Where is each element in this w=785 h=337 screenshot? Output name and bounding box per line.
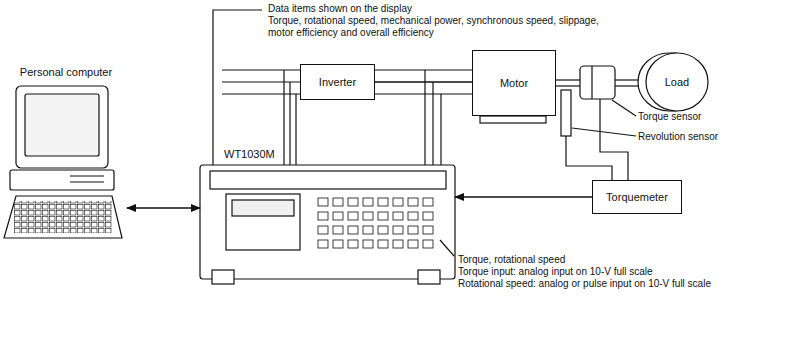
connector <box>127 207 200 208</box>
node-label: Motor <box>500 77 528 90</box>
display-items: Torque, rotational speed, mechanical pow… <box>268 15 616 39</box>
node-label: Inverter <box>319 76 356 89</box>
node-label: Torquemeter <box>606 191 668 204</box>
instrument: WT1030M <box>200 148 455 280</box>
connector <box>455 196 592 197</box>
torquemeter-box: Torquemeter <box>592 180 682 214</box>
display-heading: Data items shown on the display <box>268 3 412 15</box>
part-name: Revolution sensor <box>638 131 718 143</box>
connector <box>375 81 472 82</box>
motor-feet <box>480 116 546 123</box>
drum-face <box>646 53 708 111</box>
instrument-panel <box>200 165 455 279</box>
signal-note: Torque input: analog input on 10-V full … <box>458 266 653 278</box>
motor-body: Motor <box>472 50 556 116</box>
node-label: Load <box>665 76 689 89</box>
torque-sensor <box>580 66 615 99</box>
signal-note: Rotational speed: analog or pulse input … <box>458 278 711 290</box>
inverter-box: Inverter <box>300 64 375 100</box>
load-drum: Load <box>645 52 709 112</box>
leader-line <box>213 10 262 165</box>
node-label: WT1030M <box>222 148 277 160</box>
keyboard <box>4 196 122 238</box>
monitor <box>16 86 108 168</box>
revolution-sensor <box>561 90 571 136</box>
system-unit <box>10 170 114 190</box>
node-label: Personal computer <box>18 66 114 78</box>
screen <box>25 94 99 156</box>
signal-heading: Torque, rotational speed <box>458 254 565 266</box>
part-name: Torque sensor <box>638 111 701 123</box>
computer: Personal computer <box>5 66 127 244</box>
